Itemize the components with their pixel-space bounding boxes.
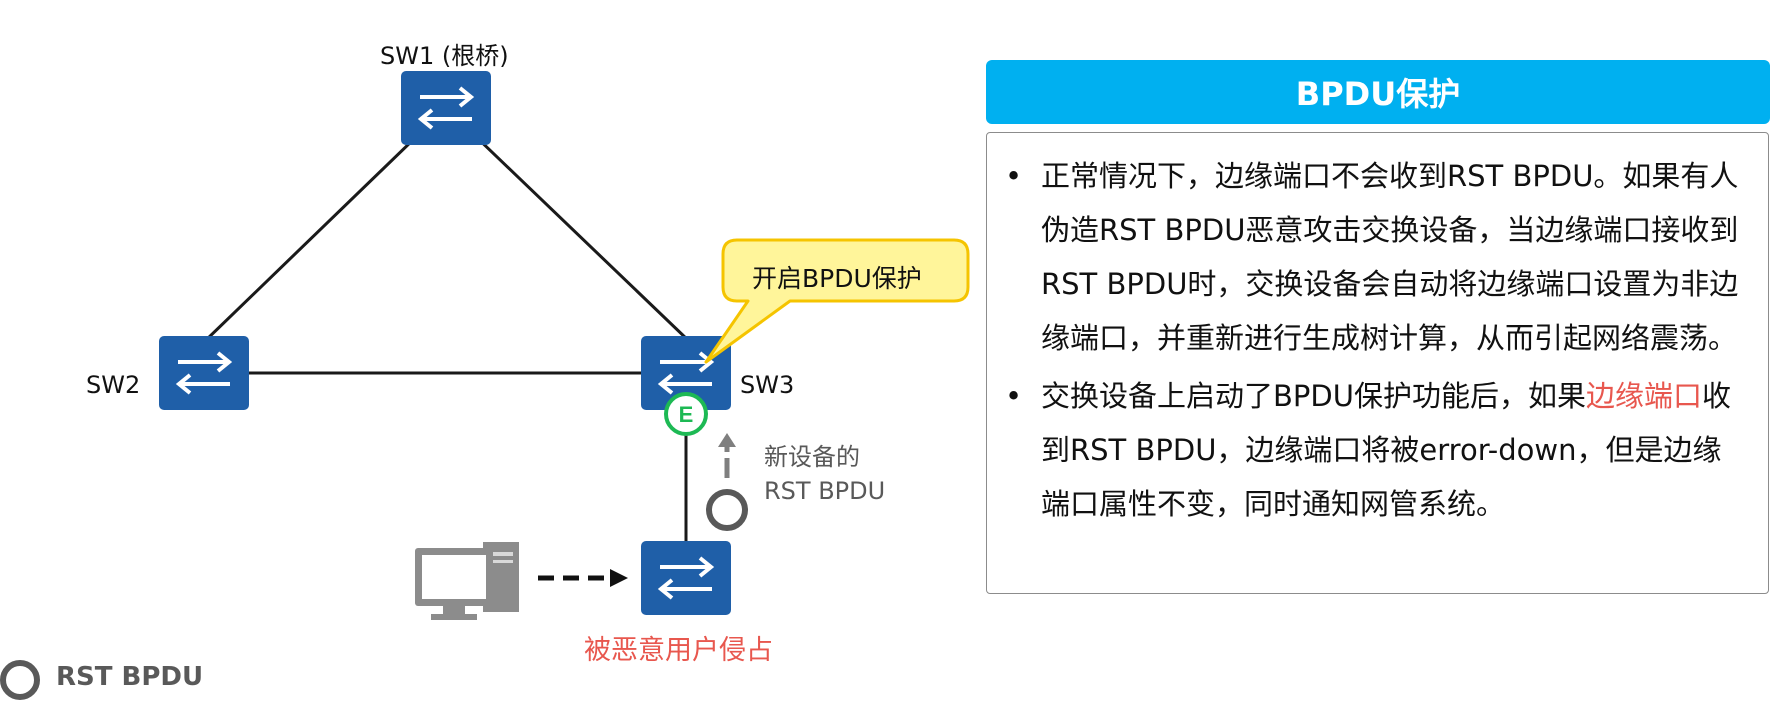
bullet-text-2-before: 交换设备上启动了BPDU保护功能后，如果 [1041,379,1586,413]
callout-bubble [704,238,970,364]
bullet-text-2-highlight: 边缘端口 [1585,379,1702,413]
sw1-label: SW1 (根桥) [380,42,509,70]
bpdu-note-line1: 新设备的 [764,443,860,471]
link-sw1-sw3 [444,106,692,344]
rst-bpdu-circle-icon [706,489,748,531]
bullet-dot-icon: • [1005,159,1023,193]
bpdu-note-line2: RST BPDU [764,477,886,505]
attacker-switch-label: 被恶意用户侵占 [584,635,773,666]
bullet-text-2-after: 收到RST BPDU，边缘端口将被error-down，但是边缘端口属性不变，同… [1041,379,1731,521]
bullet-dot-icon: • [1005,379,1023,413]
sw2-label: SW2 [86,371,141,399]
panel-body: • 正常情况下，边缘端口不会收到RST BPDU。如果有人伪造RST BPDU恶… [986,132,1769,594]
bullet-item-1: • 正常情况下，边缘端口不会收到RST BPDU。如果有人伪造RST BPDU恶… [1001,149,1747,365]
edge-port-badge-label: E [679,402,694,427]
bullet-list: • 正常情况下，边缘端口不会收到RST BPDU。如果有人伪造RST BPDU恶… [1001,149,1747,535]
bpdu-up-arrow [718,433,736,478]
computer-icon [415,542,519,620]
legend-label: RST BPDU [56,662,204,692]
bullet-text-1: 正常情况下，边缘端口不会收到RST BPDU。如果有人伪造RST BPDU恶意攻… [1041,159,1739,355]
switch-icon-sw2 [159,336,249,410]
switch-icon-attacker [641,541,731,615]
link-sw1-sw2 [202,106,448,344]
sw3-label: SW3 [740,371,795,399]
bpdu-note: 新设备的 RST BPDU [764,440,885,508]
switch-icon-sw3 [641,336,731,410]
edge-port-badge: E [664,392,708,436]
panel-title: BPDU保护 [986,60,1770,124]
callout-text: 开启BPDU保护 [752,264,922,293]
attack-dashed-arrow [538,569,628,587]
switch-icon-sw1 [401,71,491,145]
bullet-item-2: • 交换设备上启动了BPDU保护功能后，如果边缘端口收到RST BPDU，边缘端… [1001,369,1747,531]
legend-bpdu-icon [0,660,40,700]
